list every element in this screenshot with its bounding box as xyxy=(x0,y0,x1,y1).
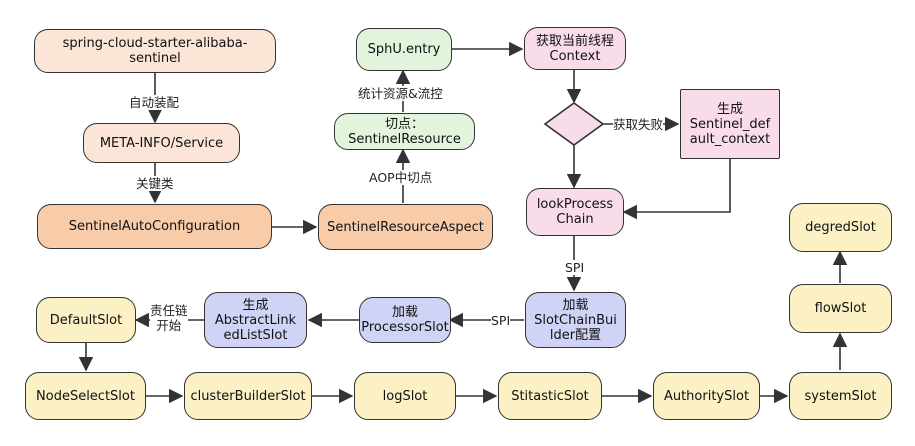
node-degrade-slot: degredSlot xyxy=(789,203,892,252)
label-aop-pointcut: AOP中切点 xyxy=(369,170,433,185)
node-gen-linked-list: 生成 AbstractLink edListSlot xyxy=(204,292,307,348)
edge-generate-lookup xyxy=(622,159,731,220)
label-stat-and-limit: 统计资源&流控 xyxy=(358,86,443,101)
node-resource-aspect: SentinelResourceAspect xyxy=(318,204,493,250)
label-get-failed: 获取失败 xyxy=(613,117,664,132)
label-chain-start: 责任链 开始 xyxy=(150,303,188,333)
node-gen-default-context: 生成 Sentinel_def ault_context xyxy=(680,89,780,159)
node-log-slot: logSlot xyxy=(354,372,456,420)
node-sphu-entry: SphU.entry xyxy=(356,28,452,71)
node-meta-inf: META-INFO/Service xyxy=(83,123,240,163)
node-statistic-slot: StitasticSlot xyxy=(498,372,602,420)
node-default-slot: DefaultSlot xyxy=(36,297,136,343)
node-get-context: 获取当前线程 Context xyxy=(524,27,626,70)
node-load-processor-slot: 加载 ProcessorSlot xyxy=(359,297,451,343)
node-auto-config: SentinelAutoConfiguration xyxy=(37,204,272,249)
node-lookup-chain: lookProcess Chain xyxy=(526,188,624,236)
node-system-slot: systemSlot xyxy=(789,372,892,420)
decision-diamond xyxy=(543,102,605,146)
label-auto-assemble: 自动装配 xyxy=(129,95,180,110)
node-load-chain-builder: 加载 SlotChainBui lder配置 xyxy=(525,292,626,348)
node-flow-slot: flowSlot xyxy=(789,284,892,333)
label-spi-left: SPI xyxy=(491,313,511,328)
node-node-select-slot: NodeSelectSlot xyxy=(25,372,146,420)
label-key-class: 关键类 xyxy=(136,176,174,191)
node-starter: spring-cloud-starter-alibaba-sentinel xyxy=(34,29,276,73)
node-pointcut: 切点： SentinelResource xyxy=(334,113,475,150)
node-authority-slot: AuthoritySlot xyxy=(653,372,760,420)
label-spi-down: SPI xyxy=(565,260,585,275)
node-cluster-builder-slot: clusterBuilderSlot xyxy=(184,372,312,420)
